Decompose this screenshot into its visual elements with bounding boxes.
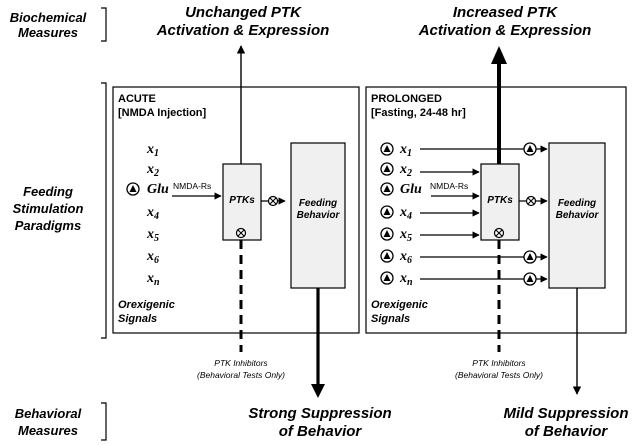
bracket-biochemical bbox=[101, 7, 107, 42]
prolonged-feeding-stim-icons bbox=[523, 142, 537, 286]
acute-ptk-label: PTKs bbox=[229, 195, 255, 206]
prolonged-input-glu: Glu bbox=[400, 182, 422, 197]
prolonged-stim-icon-x4 bbox=[380, 205, 394, 219]
acute-heading: ACUTE bbox=[118, 93, 156, 105]
acute-signals-line2: Signals bbox=[118, 313, 157, 325]
prolonged-stim-icon-x6 bbox=[380, 249, 394, 263]
side-feeding-line1: Feeding bbox=[23, 184, 73, 199]
prolonged-signals-line1: Orexigenic bbox=[371, 299, 428, 311]
side-feeding-line2: Stimulation bbox=[13, 201, 84, 216]
bracket-feeding bbox=[101, 82, 107, 339]
prolonged-stim-icon-x1 bbox=[380, 142, 394, 156]
prolonged-heading: PROLONGED bbox=[371, 93, 442, 105]
prolonged-ptk-label: PTKs bbox=[487, 195, 513, 206]
prolonged-feeding-inhibit-icon bbox=[525, 195, 537, 207]
side-behavioral-line2: Measures bbox=[18, 423, 78, 438]
side-feeding-line3: Paradigms bbox=[15, 218, 81, 233]
prolonged-feeding-box bbox=[548, 142, 606, 289]
left-bottom-line1: Strong Suppression bbox=[248, 405, 391, 422]
prolonged-ptk-inhibit-icon bbox=[493, 227, 505, 239]
prolonged-stim-icon-x5 bbox=[380, 227, 394, 241]
right-top-line1: Increased PTK bbox=[453, 4, 558, 21]
acute-ptk-inhibit-icon bbox=[235, 227, 247, 239]
left-panel: Unchanged PTK Activation & Expression AC… bbox=[112, 4, 392, 440]
prolonged-feeding-stim-xn bbox=[523, 272, 537, 286]
acute-glu-stim-icon bbox=[126, 182, 140, 196]
left-top-line1: Unchanged PTK bbox=[185, 4, 302, 21]
acute-feeding-line2: Behavior bbox=[297, 210, 341, 221]
prolonged-receptor-label: NMDA-Rs bbox=[430, 181, 468, 191]
side-behavioral-line1: Behavioral bbox=[15, 406, 82, 421]
acute-down-arrow-head bbox=[311, 384, 325, 398]
prolonged-signals-line2: Signals bbox=[371, 313, 410, 325]
side-label-biochemical: Biochemical Measures bbox=[10, 7, 107, 42]
left-bottom-line2: of Behavior bbox=[279, 423, 363, 440]
side-label-feeding: Feeding Stimulation Paradigms bbox=[13, 82, 107, 339]
left-top-line2: Activation & Expression bbox=[156, 22, 330, 39]
bracket-behavioral bbox=[101, 402, 107, 441]
prolonged-feeding-stim-x1 bbox=[523, 142, 537, 156]
right-top-line2: Activation & Expression bbox=[418, 22, 592, 39]
acute-signals-line1: Orexigenic bbox=[118, 299, 175, 311]
acute-input-glu: Glu bbox=[147, 182, 169, 197]
acute-inhibitor-line2: (Behavioral Tests Only) bbox=[197, 370, 285, 380]
prolonged-inhibitor-line1: PTK Inhibitors bbox=[472, 358, 526, 368]
side-biochemical-line2: Measures bbox=[18, 25, 78, 40]
acute-feeding-box bbox=[290, 142, 346, 289]
acute-feeding-inhibit-icon bbox=[267, 195, 279, 207]
side-biochemical-line1: Biochemical bbox=[10, 10, 87, 25]
prolonged-up-arrow-head bbox=[491, 46, 507, 64]
acute-inhibitor-line1: PTK Inhibitors bbox=[214, 358, 268, 368]
prolonged-ptk-box bbox=[480, 163, 520, 241]
prolonged-feeding-stim-x6 bbox=[523, 250, 537, 264]
right-panel: Increased PTK Activation & Expression PR… bbox=[365, 4, 629, 440]
prolonged-stim-icons bbox=[380, 142, 394, 285]
acute-subheading: [NMDA Injection] bbox=[118, 107, 207, 119]
side-label-behavioral: Behavioral Measures bbox=[15, 402, 107, 441]
prolonged-stim-icon-xn bbox=[380, 271, 394, 285]
right-bottom-line1: Mild Suppression bbox=[503, 405, 628, 422]
prolonged-inhibitor-line2: (Behavioral Tests Only) bbox=[455, 370, 543, 380]
acute-receptor-label: NMDA-Rs bbox=[173, 181, 211, 191]
right-bottom-line2: of Behavior bbox=[525, 423, 609, 440]
acute-feeding-line1: Feeding bbox=[299, 198, 337, 209]
prolonged-stim-icon-glu bbox=[380, 182, 394, 196]
prolonged-subheading: [Fasting, 24-48 hr] bbox=[371, 107, 466, 119]
prolonged-feeding-line2: Behavior bbox=[556, 210, 600, 221]
prolonged-feeding-line1: Feeding bbox=[558, 198, 596, 209]
prolonged-stim-icon-x2 bbox=[380, 162, 394, 176]
